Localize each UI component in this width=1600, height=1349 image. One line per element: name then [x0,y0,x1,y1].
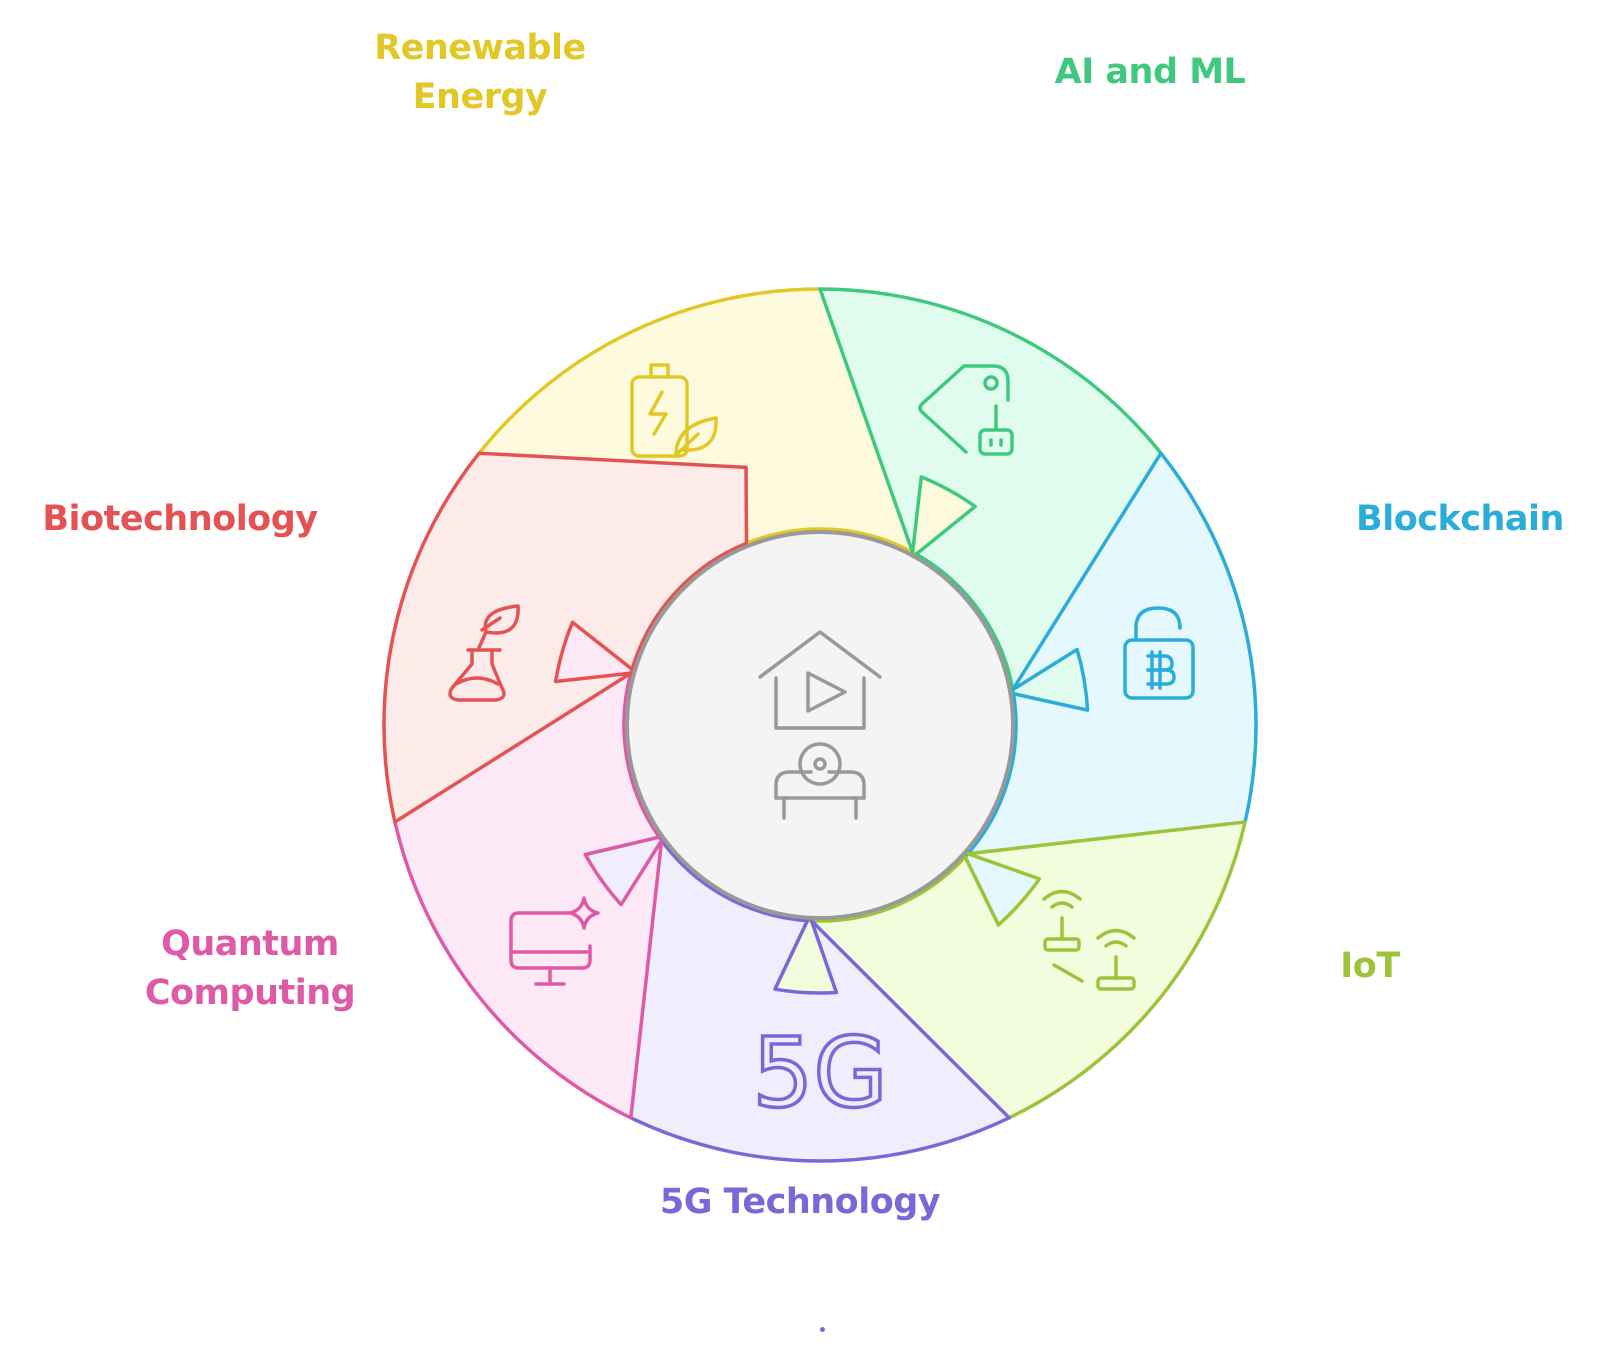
wifi-routers-icon [1042,889,1136,991]
sparkle-monitor-icon [509,896,600,986]
robot-tag-icon [918,364,1014,456]
label-biotechnology: Biotechnology [42,499,318,539]
dot-mark [820,1327,825,1332]
hub [625,530,1015,920]
5g-icon: 5G [751,1015,890,1131]
plant-flask-icon [448,604,520,702]
label-5g-technology: 5G Technology [659,1182,941,1222]
label-renewable-energy: Renewable Energy [374,28,586,117]
label-quantum-computing: Quantum Computing [144,924,356,1013]
label-ai-and-ml: AI and ML [1054,52,1246,92]
5g-icon-text: 5G [752,1017,887,1129]
label-iot: IoT [1340,946,1400,986]
label-blockchain: Blockchain [1356,499,1564,539]
bitcoin-lock-icon [1123,606,1195,700]
battery-leaf-icon [630,363,718,458]
segment-bio [382,451,749,824]
smart-home-entertainment-icon [758,630,882,820]
